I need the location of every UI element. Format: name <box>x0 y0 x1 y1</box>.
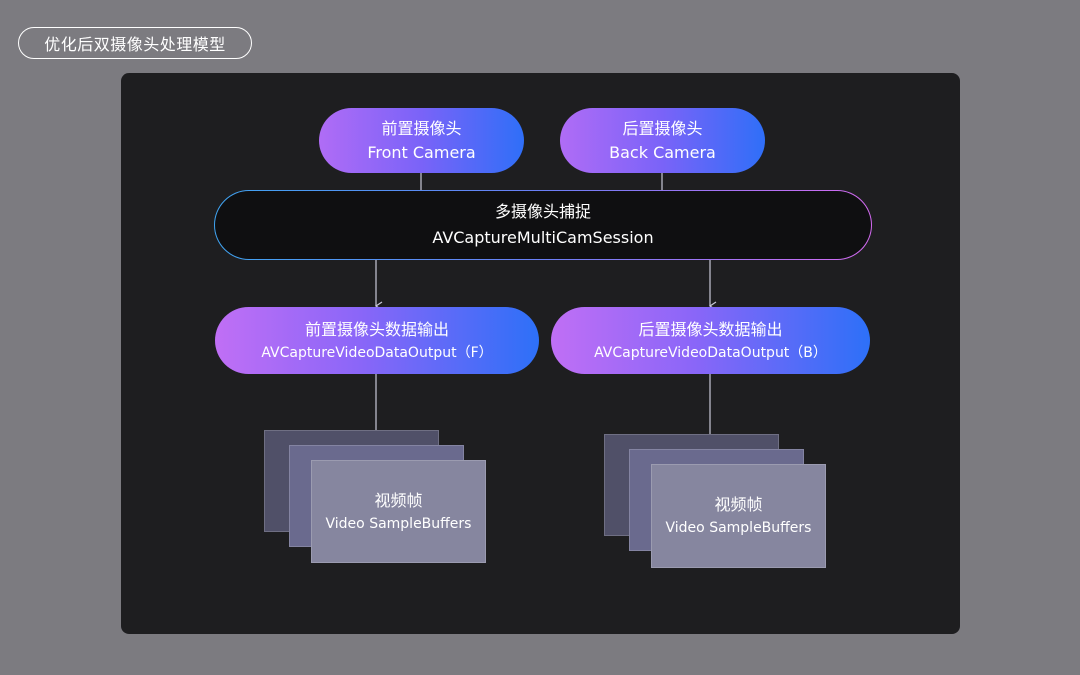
front-output-label-en: AVCaptureVideoDataOutput（F） <box>261 344 493 361</box>
front-frames-label-cn: 视频帧 <box>374 490 423 510</box>
front-camera-node: 前置摄像头 Front Camera <box>319 108 524 173</box>
back-frames-label-en: Video SampleBuffers <box>665 520 812 536</box>
back-output-label-en: AVCaptureVideoDataOutput（B） <box>594 344 827 361</box>
back-frames-label-cn: 视频帧 <box>714 495 763 514</box>
front-output-label-cn: 前置摄像头数据输出 <box>304 319 449 339</box>
multi-cam-session-node: 多摄像头捕捉 AVCaptureMultiCamSession <box>214 190 872 260</box>
front-video-frames: 视频帧 Video SampleBuffers <box>311 460 486 563</box>
back-camera-node: 后置摄像头 Back Camera <box>560 108 765 173</box>
session-label-cn: 多摄像头捕捉 <box>494 202 591 221</box>
page-title: 优化后双摄像头处理模型 <box>18 27 252 59</box>
back-output-node: 后置摄像头数据输出 AVCaptureVideoDataOutput（B） <box>551 307 870 374</box>
front-frames-label-en: Video SampleBuffers <box>325 515 472 532</box>
front-output-node: 前置摄像头数据输出 AVCaptureVideoDataOutput（F） <box>215 307 539 374</box>
front-camera-label-cn: 前置摄像头 <box>381 118 462 138</box>
diagram-canvas: 前置摄像头 Front Camera 后置摄像头 Back Camera 多摄像… <box>121 73 960 634</box>
front-camera-label-en: Front Camera <box>367 142 476 162</box>
back-camera-label-en: Back Camera <box>609 142 716 162</box>
back-output-label-cn: 后置摄像头数据输出 <box>638 319 783 339</box>
back-video-frames: 视频帧 Video SampleBuffers <box>651 464 826 568</box>
back-camera-label-cn: 后置摄像头 <box>622 118 703 138</box>
session-label-en: AVCaptureMultiCamSession <box>432 228 654 247</box>
